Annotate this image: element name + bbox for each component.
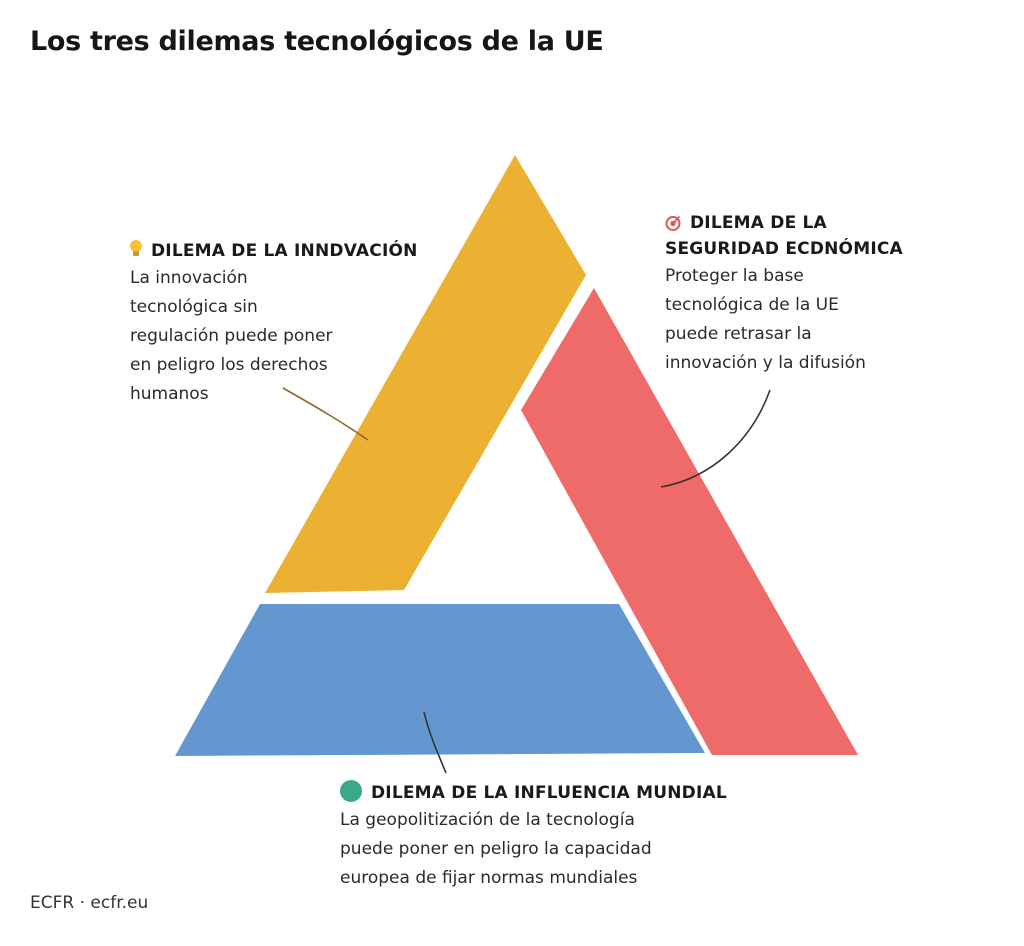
- globe-icon: [340, 780, 362, 802]
- influence-body: La geopolitización de la tecnología pued…: [340, 810, 652, 888]
- influence-heading-text: DILEMA DE LA INFLUENCIA MUNDIAL: [371, 783, 727, 803]
- page-title: Los tres dilemas tecnológicos de la UE: [30, 26, 604, 57]
- security-heading: DILEMA DE LA SEGURIDAD ECDNÓMICA: [665, 210, 995, 262]
- lightbulb-icon: [130, 240, 142, 258]
- innovation-heading: DILEMA DE LA INNDVACIÓN: [130, 238, 470, 264]
- innovation-callout: DILEMA DE LA INNDVACIÓN La innovación te…: [130, 238, 470, 409]
- security-segment: [521, 288, 858, 755]
- innovation-body: La innovación tecnológica sin regulación…: [130, 268, 333, 404]
- security-body: Proteger la base tecnológica de la UE pu…: [665, 266, 866, 373]
- security-connector-line: [660, 389, 771, 488]
- security-heading-line2: SEGURIDAD ECDNÓMICA: [665, 239, 903, 259]
- innovation-connector-line: [282, 387, 369, 441]
- innovation-heading-text: DILEMA DE LA INNDVACIÓN: [151, 241, 418, 261]
- innovation-segment: [265, 155, 586, 593]
- influence-callout: DILEMA DE LA INFLUENCIA MUNDIAL La geopo…: [340, 780, 790, 893]
- security-heading-line1: DILEMA DE LA: [690, 213, 827, 233]
- target-icon: [665, 213, 681, 231]
- influence-segment: [175, 604, 705, 756]
- influence-connector-line: [423, 711, 447, 774]
- influence-heading: DILEMA DE LA INFLUENCIA MUNDIAL: [340, 780, 790, 806]
- source-credit: ECFR · ecfr.eu: [30, 893, 149, 913]
- security-callout: DILEMA DE LA SEGURIDAD ECDNÓMICA Protege…: [665, 210, 995, 378]
